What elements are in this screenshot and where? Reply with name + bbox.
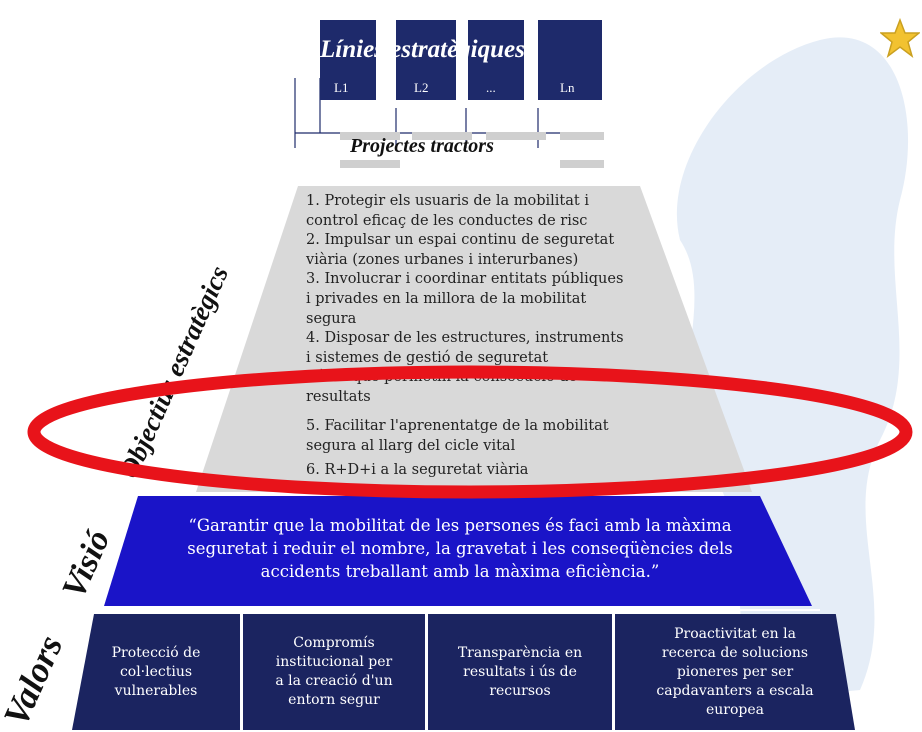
value-cell: Transparència en resultats i ús de recur… xyxy=(428,614,612,730)
value-cell: Compromís institucional per a la creació… xyxy=(243,614,425,730)
value-line: entorn segur xyxy=(288,692,380,708)
value-line: institucional per xyxy=(275,654,393,670)
value-line: col·lectius xyxy=(119,663,193,680)
value-cell: Protecció de col·lectius vulnerables xyxy=(72,614,240,730)
value-line: Compromís xyxy=(293,635,375,651)
objective-line: 4. Disposar de les estructures, instrume… xyxy=(306,330,624,347)
line-box-ellipsis: ... xyxy=(468,20,524,100)
value-line: recursos xyxy=(489,682,551,699)
value-line: Proactivitat en la xyxy=(674,625,796,642)
objective-line: 3. Involucrar i coordinar entitats públi… xyxy=(306,271,624,288)
vision-layer xyxy=(104,496,812,606)
objective-line: segura al llarg del cicle vital xyxy=(306,437,516,454)
line-box-ln: Ln xyxy=(538,20,602,100)
line-box-l2: L2 xyxy=(396,20,456,100)
line-box-l1: L1 xyxy=(320,20,376,100)
strategic-lines-heading: Línies estratègiques xyxy=(320,36,525,63)
objective-line: control eficaç de les conductes de risc xyxy=(306,212,588,229)
objective-line: viària (zones urbanes i interurbanes) xyxy=(306,251,579,268)
project-bar xyxy=(486,132,546,140)
value-line: a la creació d'un xyxy=(275,673,393,689)
project-bar xyxy=(340,132,400,140)
objective-line: 1. Protegir els usuaris de la mobilitat … xyxy=(306,193,589,209)
line-label-l1: L1 xyxy=(334,80,349,95)
objective-line: segura xyxy=(306,310,357,327)
objective-line: 6. R+D+i a la seguretat viària xyxy=(306,462,529,478)
star-icon xyxy=(880,18,920,58)
project-bar xyxy=(340,160,400,168)
value-line: recerca de solucions xyxy=(661,644,809,661)
line-label-l2: L2 xyxy=(414,80,429,95)
vision-line: accidents treballant amb la màxima efici… xyxy=(260,562,660,581)
vision-line: “Garantir que la mobilitat de les person… xyxy=(188,516,732,535)
objective-line: i privades en la millora de la mobilitat xyxy=(306,291,587,307)
line-label-ellipsis: ... xyxy=(486,80,496,95)
value-line: vulnerables xyxy=(114,682,198,699)
value-line: pioneres per ser xyxy=(676,663,794,680)
projects-heading: Projectes tractors xyxy=(350,135,494,157)
value-line: europea xyxy=(705,701,765,718)
project-bar xyxy=(560,132,604,140)
project-bar xyxy=(560,160,604,168)
value-line: resultats i ús de xyxy=(463,663,577,680)
value-line: Transparència en xyxy=(457,644,583,661)
objectives-layer xyxy=(196,186,752,492)
value-line: capdavanters a escala xyxy=(656,682,814,699)
vision-line: seguretat i reduir el nombre, la graveta… xyxy=(187,539,733,558)
project-bar xyxy=(412,132,472,140)
vision-statement: “Garantir que la mobilitat de les person… xyxy=(140,514,780,583)
objective-line: 5. Facilitar l'aprenentatge de la mobili… xyxy=(306,418,609,434)
objective-line: i sistemes de gestió de seguretat xyxy=(306,349,549,366)
value-line: Protecció de xyxy=(111,644,201,661)
objective-line: resultats xyxy=(306,389,371,405)
objective-line: 2. Impulsar un espai continu de segureta… xyxy=(306,232,615,249)
line-label-ln: Ln xyxy=(560,80,575,95)
value-cell: Proactivitat en la recerca de solucions … xyxy=(615,614,855,730)
